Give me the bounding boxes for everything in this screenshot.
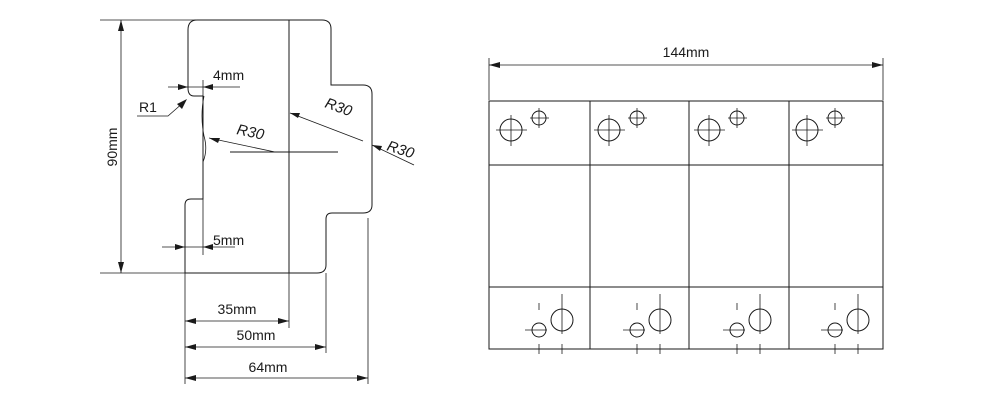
dim-5-arrow-left [175,244,185,250]
dim-35-label: 35mm [218,301,257,317]
dim-90-arrow-bottom [118,262,124,273]
module-4 [792,108,870,354]
bottom-terminal-symbol-icon [525,294,574,354]
dim-4-arrow-left [178,84,188,90]
side-clip-profile [201,95,207,198]
top-terminal-symbol-icon [792,108,845,146]
r30-inner-arrow [209,138,220,143]
module-1 [496,108,574,354]
top-terminal-symbol-icon [694,108,747,146]
bottom-terminal-symbol-icon [821,294,870,354]
dim-144-arrow-right [872,62,883,68]
dim-144-arrow-left [489,62,500,68]
r1-arrow [177,99,187,109]
dim-64-label: 64mm [249,359,288,375]
top-terminal-symbol-icon [594,108,647,146]
dim-5-arrow-right [203,244,213,250]
dim-64-arrow-left [185,375,196,381]
side-body-outline [184,19,373,274]
r30-outer-label: R30 [323,95,355,121]
side-view: 90mm 4mm R1 R30 R30 R30 5mm [100,19,417,384]
dim-5-label: 5mm [213,232,244,248]
module-2 [594,108,672,354]
dim-144-label: 144mm [663,44,710,60]
r30-outer-leader [289,112,364,142]
top-terminal-symbol-icon [496,108,549,146]
dim-90-arrow-top [118,20,124,31]
dim-4-arrow-right [203,84,213,90]
r30-right-arrow [372,145,382,151]
bottom-terminal-symbol-icon [623,294,672,354]
front-view: 144mm [488,44,884,354]
dim-50-label: 50mm [237,327,276,343]
dim-35-arrow-left [185,318,196,324]
module-3 [694,108,772,354]
dim-64-arrow-right [357,375,368,381]
r30-right-label: R30 [385,138,417,163]
r1-label: R1 [139,99,157,115]
r1-leader [137,101,185,117]
r30-inner-leader [208,137,276,153]
dim-50-arrow-left [185,344,196,350]
r30-inner-label: R30 [235,121,266,143]
dim-90-label: 90mm [104,128,120,167]
dim-50-arrow-right [315,344,326,350]
dim-4-label: 4mm [213,67,244,83]
front-outline [488,100,884,350]
r30-outer-arrow [290,113,300,118]
dim-35-arrow-right [278,318,289,324]
bottom-terminal-symbol-icon [723,294,772,354]
